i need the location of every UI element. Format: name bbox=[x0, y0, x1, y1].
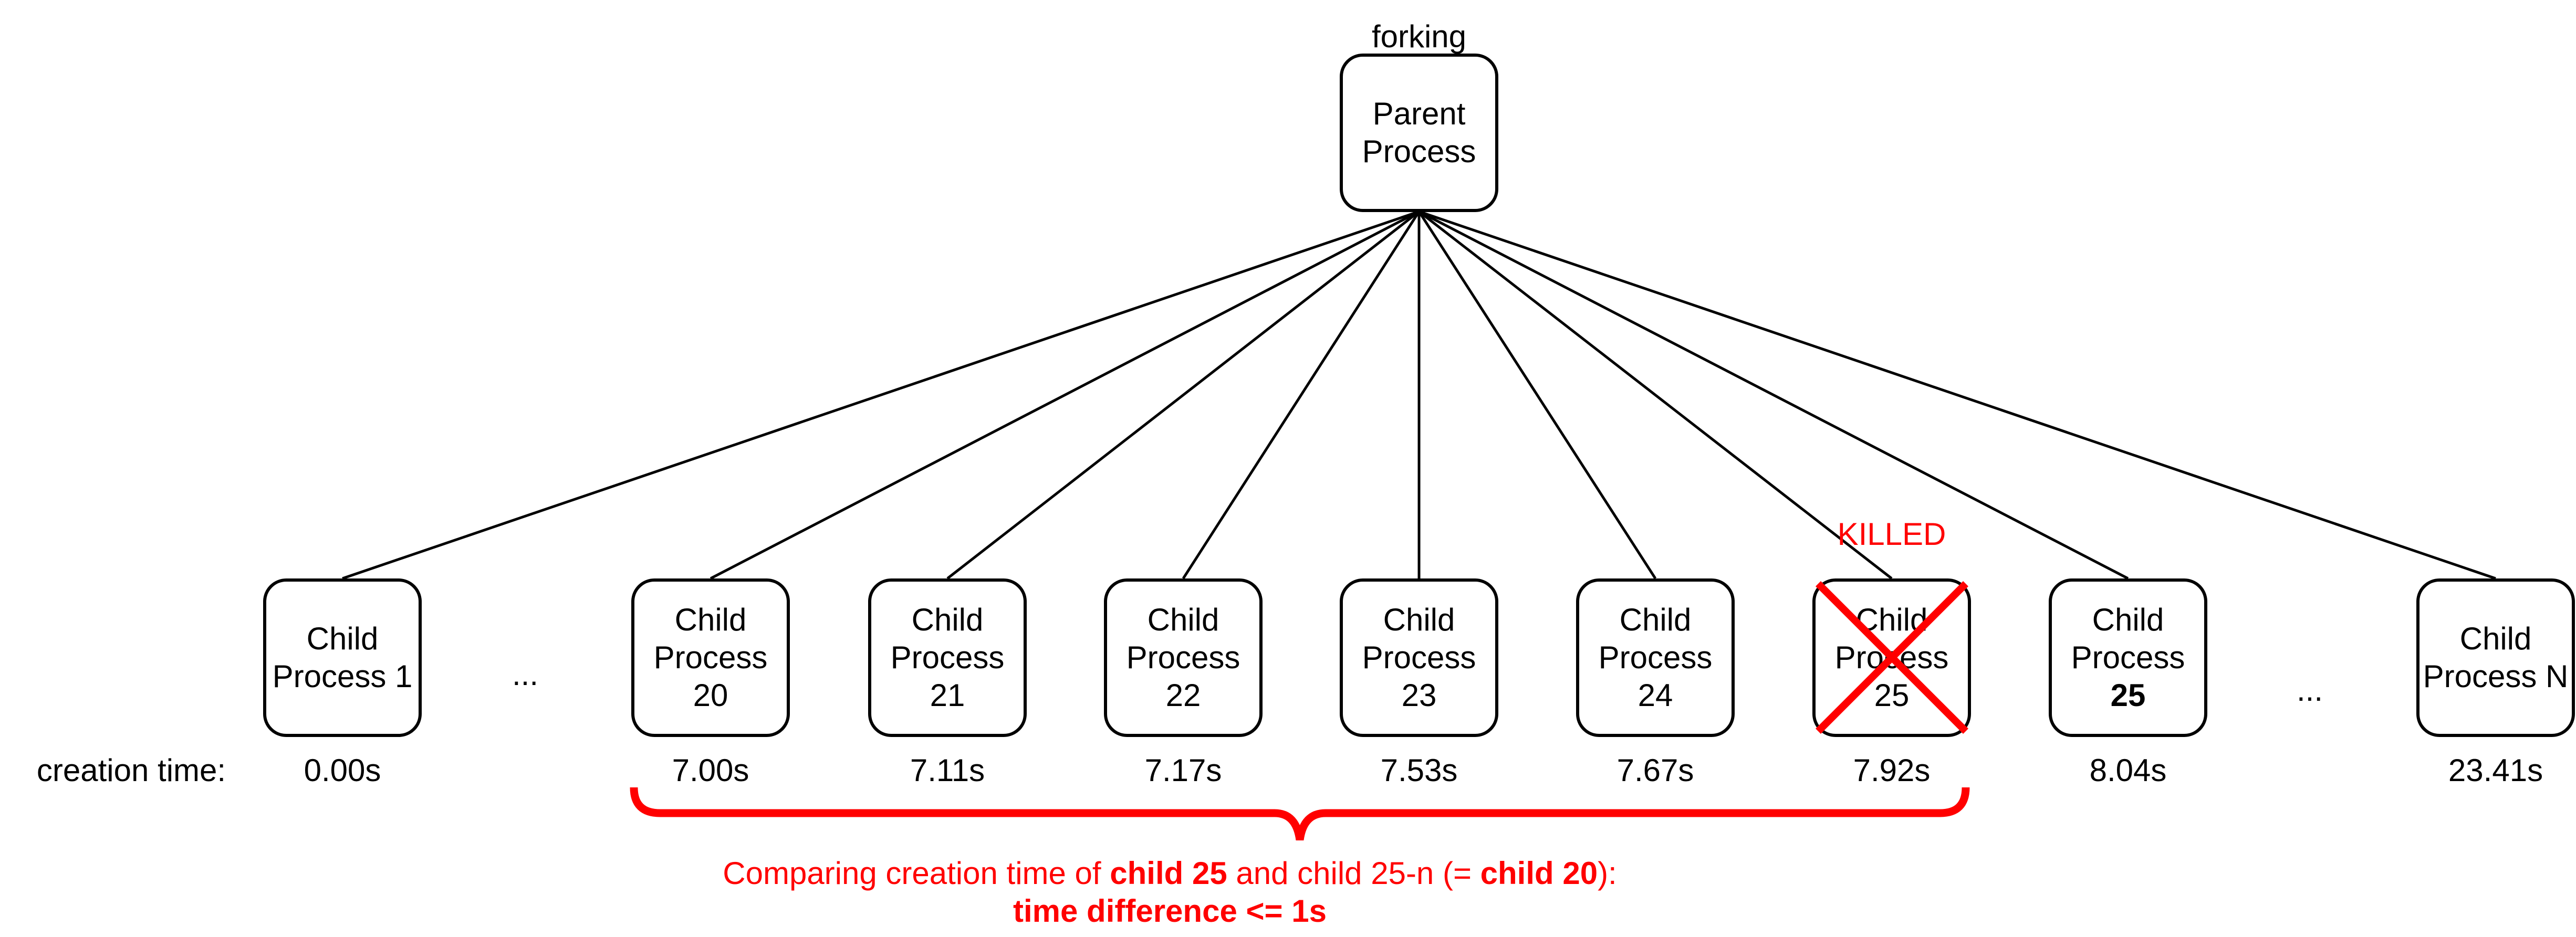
child-process-21-node[interactable]: Child Process 21 bbox=[868, 578, 1027, 737]
comparison-note: Comparing creation time of child 25 and … bbox=[0, 855, 2458, 930]
child-line2: Process bbox=[653, 640, 768, 675]
child-line1: Child bbox=[2092, 602, 2164, 637]
child-line1: Child bbox=[1619, 602, 1692, 637]
child-line2: Process bbox=[1126, 640, 1240, 675]
child-line2: Process bbox=[890, 640, 1005, 675]
child-process-25-new-node[interactable]: Child Process 25 bbox=[2049, 578, 2207, 737]
child-process-20-node[interactable]: Child Process 20 bbox=[631, 578, 790, 737]
edge-child-21 bbox=[946, 210, 1420, 580]
edge-child-24 bbox=[1417, 210, 1657, 580]
child-number-bold: 25 bbox=[2110, 678, 2146, 713]
forking-caption: forking bbox=[1371, 19, 1467, 54]
child-line2: Process bbox=[1834, 640, 1949, 675]
child-process-24-node[interactable]: Child Process 24 bbox=[1576, 578, 1735, 737]
child-line1: Child bbox=[1855, 602, 1928, 637]
child-number: 23 bbox=[1401, 678, 1437, 713]
child-line1: Child bbox=[306, 621, 379, 656]
child-25-new-time: 8.04s bbox=[2089, 753, 2167, 788]
note-part: and child 25-n (= bbox=[1227, 856, 1480, 891]
child-n-time: 23.41s bbox=[2448, 753, 2543, 788]
note-part-bold: child 25 bbox=[1110, 856, 1227, 891]
child-24-time: 7.67s bbox=[1616, 753, 1694, 788]
note-line1: Comparing creation time of child 25 and … bbox=[0, 855, 2458, 892]
parent-process-node[interactable]: Parent Process bbox=[1340, 54, 1498, 212]
edge-child-25-new bbox=[1418, 210, 2129, 580]
child-number: 25 bbox=[1874, 678, 1910, 713]
ellipsis-right: ... bbox=[2296, 672, 2323, 708]
edge-child-25-killed bbox=[1418, 210, 1893, 580]
note-part-bold: child 20 bbox=[1480, 856, 1598, 891]
edge-child-22 bbox=[1182, 210, 1421, 580]
ellipsis-left: ... bbox=[512, 657, 539, 692]
child-process-n-node[interactable]: Child Process N bbox=[2416, 578, 2575, 737]
child-line2: Process bbox=[2071, 640, 2185, 675]
note-line2: time difference <= 1s bbox=[0, 892, 2458, 930]
child-21-time: 7.11s bbox=[910, 753, 985, 788]
child-process-25-killed-node[interactable]: Child Process 25 bbox=[1812, 578, 1971, 737]
child-line1: Child bbox=[1383, 602, 1455, 637]
child-25-killed-time: 7.92s bbox=[1853, 753, 1931, 788]
parent-line2: Process bbox=[1362, 134, 1476, 169]
child-line2: Process 1 bbox=[272, 659, 413, 694]
child-23-time: 7.53s bbox=[1380, 753, 1458, 788]
child-number: 20 bbox=[693, 678, 728, 713]
child-process-1-node[interactable]: Child Process 1 bbox=[263, 578, 422, 737]
child-process-22-node[interactable]: Child Process 22 bbox=[1104, 578, 1263, 737]
child-line1: Child bbox=[674, 602, 747, 637]
child-number: 22 bbox=[1165, 678, 1201, 713]
child-number: 24 bbox=[1638, 678, 1673, 713]
child-line1: Child bbox=[1147, 602, 1219, 637]
child-20-time: 7.00s bbox=[672, 753, 749, 788]
killed-label: KILLED bbox=[1837, 517, 1946, 552]
child-line2: Process bbox=[1598, 640, 1713, 675]
edge-child-1 bbox=[342, 210, 1420, 580]
child-1-time: 0.00s bbox=[304, 753, 381, 788]
child-line2: Process bbox=[1362, 640, 1476, 675]
note-part: ): bbox=[1598, 856, 1617, 891]
child-number: 21 bbox=[930, 678, 965, 713]
child-22-time: 7.17s bbox=[1144, 753, 1222, 788]
creation-time-label: creation time: bbox=[36, 753, 226, 788]
note-part: Comparing creation time of bbox=[723, 856, 1110, 891]
child-line2: Process N bbox=[2423, 659, 2569, 694]
child-process-23-node[interactable]: Child Process 23 bbox=[1340, 578, 1498, 737]
child-line1: Child bbox=[911, 602, 984, 637]
edge-child-20 bbox=[710, 210, 1420, 580]
note-line2-text: time difference <= 1s bbox=[1013, 893, 1327, 929]
edge-child-n bbox=[1419, 210, 2496, 580]
parent-line1: Parent bbox=[1372, 96, 1466, 131]
child-line1: Child bbox=[2459, 621, 2532, 656]
